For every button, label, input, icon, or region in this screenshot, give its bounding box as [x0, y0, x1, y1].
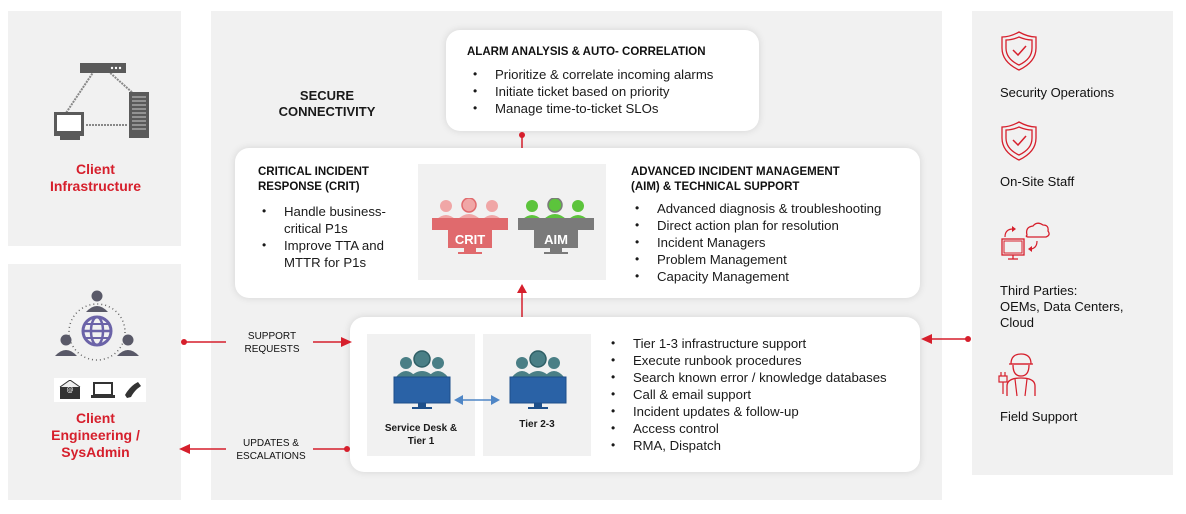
list-item: Incident Managers	[629, 234, 881, 251]
title-line: (AIM) & TECHNICAL SUPPORT	[631, 181, 800, 193]
list-item: Direct action plan for resolution	[629, 217, 881, 234]
third-parties-label: Third Parties: OEMs, Data Centers, Cloud	[1000, 283, 1124, 331]
alarm-analysis-list: Prioritize & correlate incoming alarms I…	[467, 66, 713, 117]
label-line: UPDATES &	[243, 438, 299, 449]
list-item: Capacity Management	[629, 268, 881, 285]
label-line: REQUESTS	[244, 344, 300, 355]
aim-team-icon	[518, 198, 594, 254]
list-item: Manage time-to-ticket SLOs	[467, 100, 713, 117]
label-line: SECURE	[299, 88, 355, 103]
tier-escalation-arrow	[454, 395, 500, 405]
support-requests-label: SUPPORT REQUESTS	[232, 330, 312, 356]
list-item: Initiate ticket based on priority	[467, 83, 713, 100]
support-requests-arrow-start	[181, 339, 226, 345]
phone-icon	[125, 382, 141, 398]
label-line: Third Parties:	[1000, 283, 1078, 298]
list-item: Handle business-critical P1s	[256, 203, 406, 237]
title-line: CRITICAL INCIDENT	[258, 166, 369, 178]
client-infrastructure-panel: Client Infrastructure	[8, 11, 181, 246]
label-line: ESCALATIONS	[236, 451, 306, 462]
third-party-flow-arrow	[921, 334, 971, 344]
aim-list: Advanced diagnosis & troubleshooting Dir…	[629, 200, 881, 285]
service-desk-list: Tier 1-3 infrastructure support Execute …	[605, 335, 887, 454]
title-line: RESPONSE (CRIT)	[258, 181, 360, 193]
email-icon: @	[59, 380, 81, 399]
secure-connectivity-label: SECURE CONNECTIVITY	[262, 88, 392, 120]
label-line: OEMs, Data Centers,	[1000, 299, 1124, 314]
label-line: Cloud	[1000, 315, 1034, 330]
incident-management-card: CRITICAL INCIDENT RESPONSE (CRIT) Handle…	[235, 148, 920, 298]
list-item: Incident updates & follow-up	[605, 403, 887, 420]
team-illustration-area: CRIT AIM	[418, 164, 606, 280]
list-item: Problem Management	[629, 251, 881, 268]
external-parties-panel	[972, 11, 1173, 475]
list-item: RMA, Dispatch	[605, 437, 887, 454]
list-item: Prioritize & correlate incoming alarms	[467, 66, 713, 83]
service-desk-card: Service Desk & Tier 1 Tier 2-3 Tier 1-3 …	[350, 317, 920, 472]
network-infrastructure-icon	[54, 63, 149, 140]
tier1-label: Service Desk & Tier 1	[367, 422, 475, 448]
label-line: Engineering /	[51, 427, 140, 443]
people-network-globe-icon	[55, 290, 139, 361]
on-site-staff-label: On-Site Staff	[1000, 174, 1075, 189]
shield-check-icon	[1001, 31, 1037, 71]
field-support-label: Field Support	[1000, 409, 1078, 424]
laptop-icon	[91, 382, 115, 398]
updates-arrow-start	[313, 446, 350, 452]
tier23-label: Tier 2-3	[519, 419, 555, 430]
service-desk-agents-icon	[393, 350, 451, 409]
updates-escalations-label: UPDATES & ESCALATIONS	[226, 437, 316, 463]
label-line: SUPPORT	[247, 331, 297, 342]
tier23-agents-icon	[509, 350, 567, 409]
svg-text:@: @	[67, 386, 74, 394]
list-item: Search known error / knowledge databases	[605, 369, 887, 386]
field-engineer-icon	[998, 353, 1036, 397]
list-item: Call & email support	[605, 386, 887, 403]
shield-check-icon	[1001, 121, 1037, 161]
list-item: Tier 1-3 infrastructure support	[605, 335, 887, 352]
label-line: Client	[76, 410, 115, 426]
label-line: Tier 1	[407, 436, 435, 447]
alarm-analysis-card: ALARM ANALYSIS & AUTO- CORRELATION Prior…	[446, 30, 759, 131]
label-line: CONNECTIVITY	[278, 104, 376, 119]
alarm-analysis-title: ALARM ANALYSIS & AUTO- CORRELATION	[467, 46, 706, 58]
crit-list: Handle business-critical P1s Improve TTA…	[256, 203, 406, 271]
label-line: Service Desk &	[384, 423, 458, 434]
list-item: Access control	[605, 420, 887, 437]
aim-title: ADVANCED INCIDENT MANAGEMENT (AIM) & TEC…	[631, 165, 840, 195]
crit-badge: CRIT	[454, 232, 486, 247]
crit-team-icon	[432, 198, 508, 254]
support-requests-arrow-end	[313, 337, 352, 347]
updates-arrow-end	[179, 444, 226, 454]
client-engineering-label: Client Engineering / SysAdmin	[38, 410, 153, 461]
cloud-sync-monitor-icon	[1001, 222, 1050, 260]
security-operations-label: Security Operations	[1000, 85, 1115, 100]
list-item: Improve TTA and MTTR for P1s	[256, 237, 406, 271]
list-item: Advanced diagnosis & troubleshooting	[629, 200, 881, 217]
crit-title: CRITICAL INCIDENT RESPONSE (CRIT)	[258, 165, 369, 195]
client-infrastructure-label: Client Infrastructure	[49, 161, 142, 194]
list-item: Execute runbook procedures	[605, 352, 887, 369]
label-line: SysAdmin	[61, 444, 130, 460]
client-engineering-panel: @ Client Engineering / SysAdmin	[8, 264, 181, 500]
title-line: ADVANCED INCIDENT MANAGEMENT	[631, 166, 840, 178]
aim-badge: AIM	[544, 232, 568, 247]
contact-icons-row: @	[54, 378, 146, 402]
